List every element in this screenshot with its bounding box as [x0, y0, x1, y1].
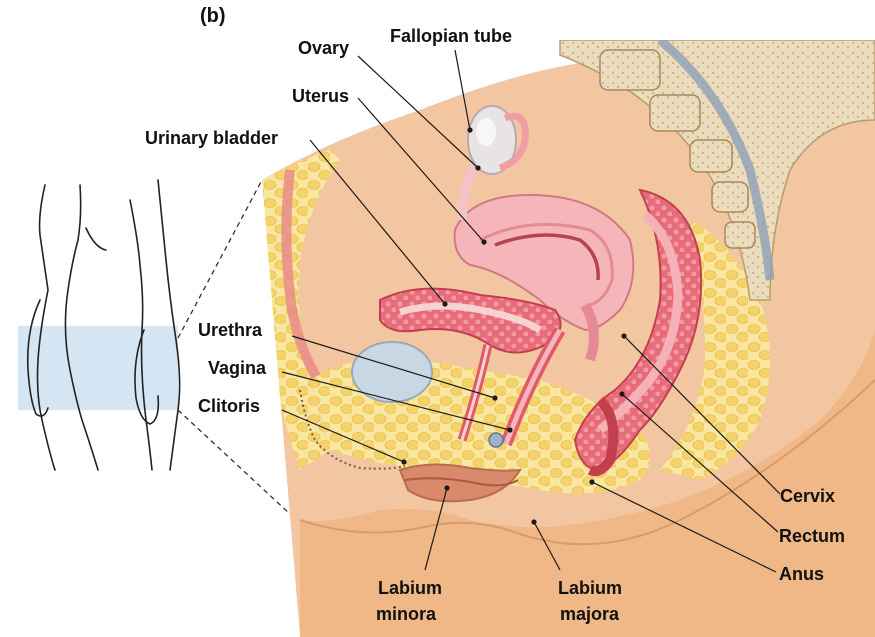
- rectum: [573, 188, 703, 477]
- label-uterus: Uterus: [292, 86, 349, 106]
- ovary-and-tube: [457, 105, 529, 221]
- body-silhouette-inset: [18, 179, 181, 471]
- label-labium-minora-line2: minora: [376, 604, 437, 624]
- label-labium-majora-line2: majora: [560, 604, 620, 624]
- zoom-line-bottom: [177, 409, 306, 529]
- label-fallopian-tube: Fallopian tube: [390, 26, 512, 46]
- uterus: [453, 193, 635, 362]
- clitoris-marker: [488, 432, 504, 448]
- label-clitoris: Clitoris: [198, 396, 260, 416]
- region-highlight-box: [18, 326, 178, 410]
- panel-label: (b): [200, 5, 226, 27]
- label-ovary: Ovary: [298, 38, 349, 58]
- leader-lines: [281, 49, 781, 573]
- label-rectum: Rectum: [779, 526, 845, 546]
- label-urinary-bladder: Urinary bladder: [145, 128, 278, 148]
- skin-surface: [300, 330, 875, 637]
- label-labium-minora-line1: Labium: [378, 578, 442, 598]
- zoom-line-top: [177, 179, 263, 339]
- label-anus: Anus: [779, 564, 824, 584]
- sagittal-section: [262, 40, 875, 637]
- label-urethra: Urethra: [198, 320, 263, 340]
- label-vagina: Vagina: [208, 358, 267, 378]
- sacrum: [559, 40, 875, 301]
- label-labium-majora-line1: Labium: [558, 578, 622, 598]
- label-cervix: Cervix: [780, 486, 835, 506]
- pubic-bone: [351, 341, 433, 403]
- labia: [398, 463, 522, 503]
